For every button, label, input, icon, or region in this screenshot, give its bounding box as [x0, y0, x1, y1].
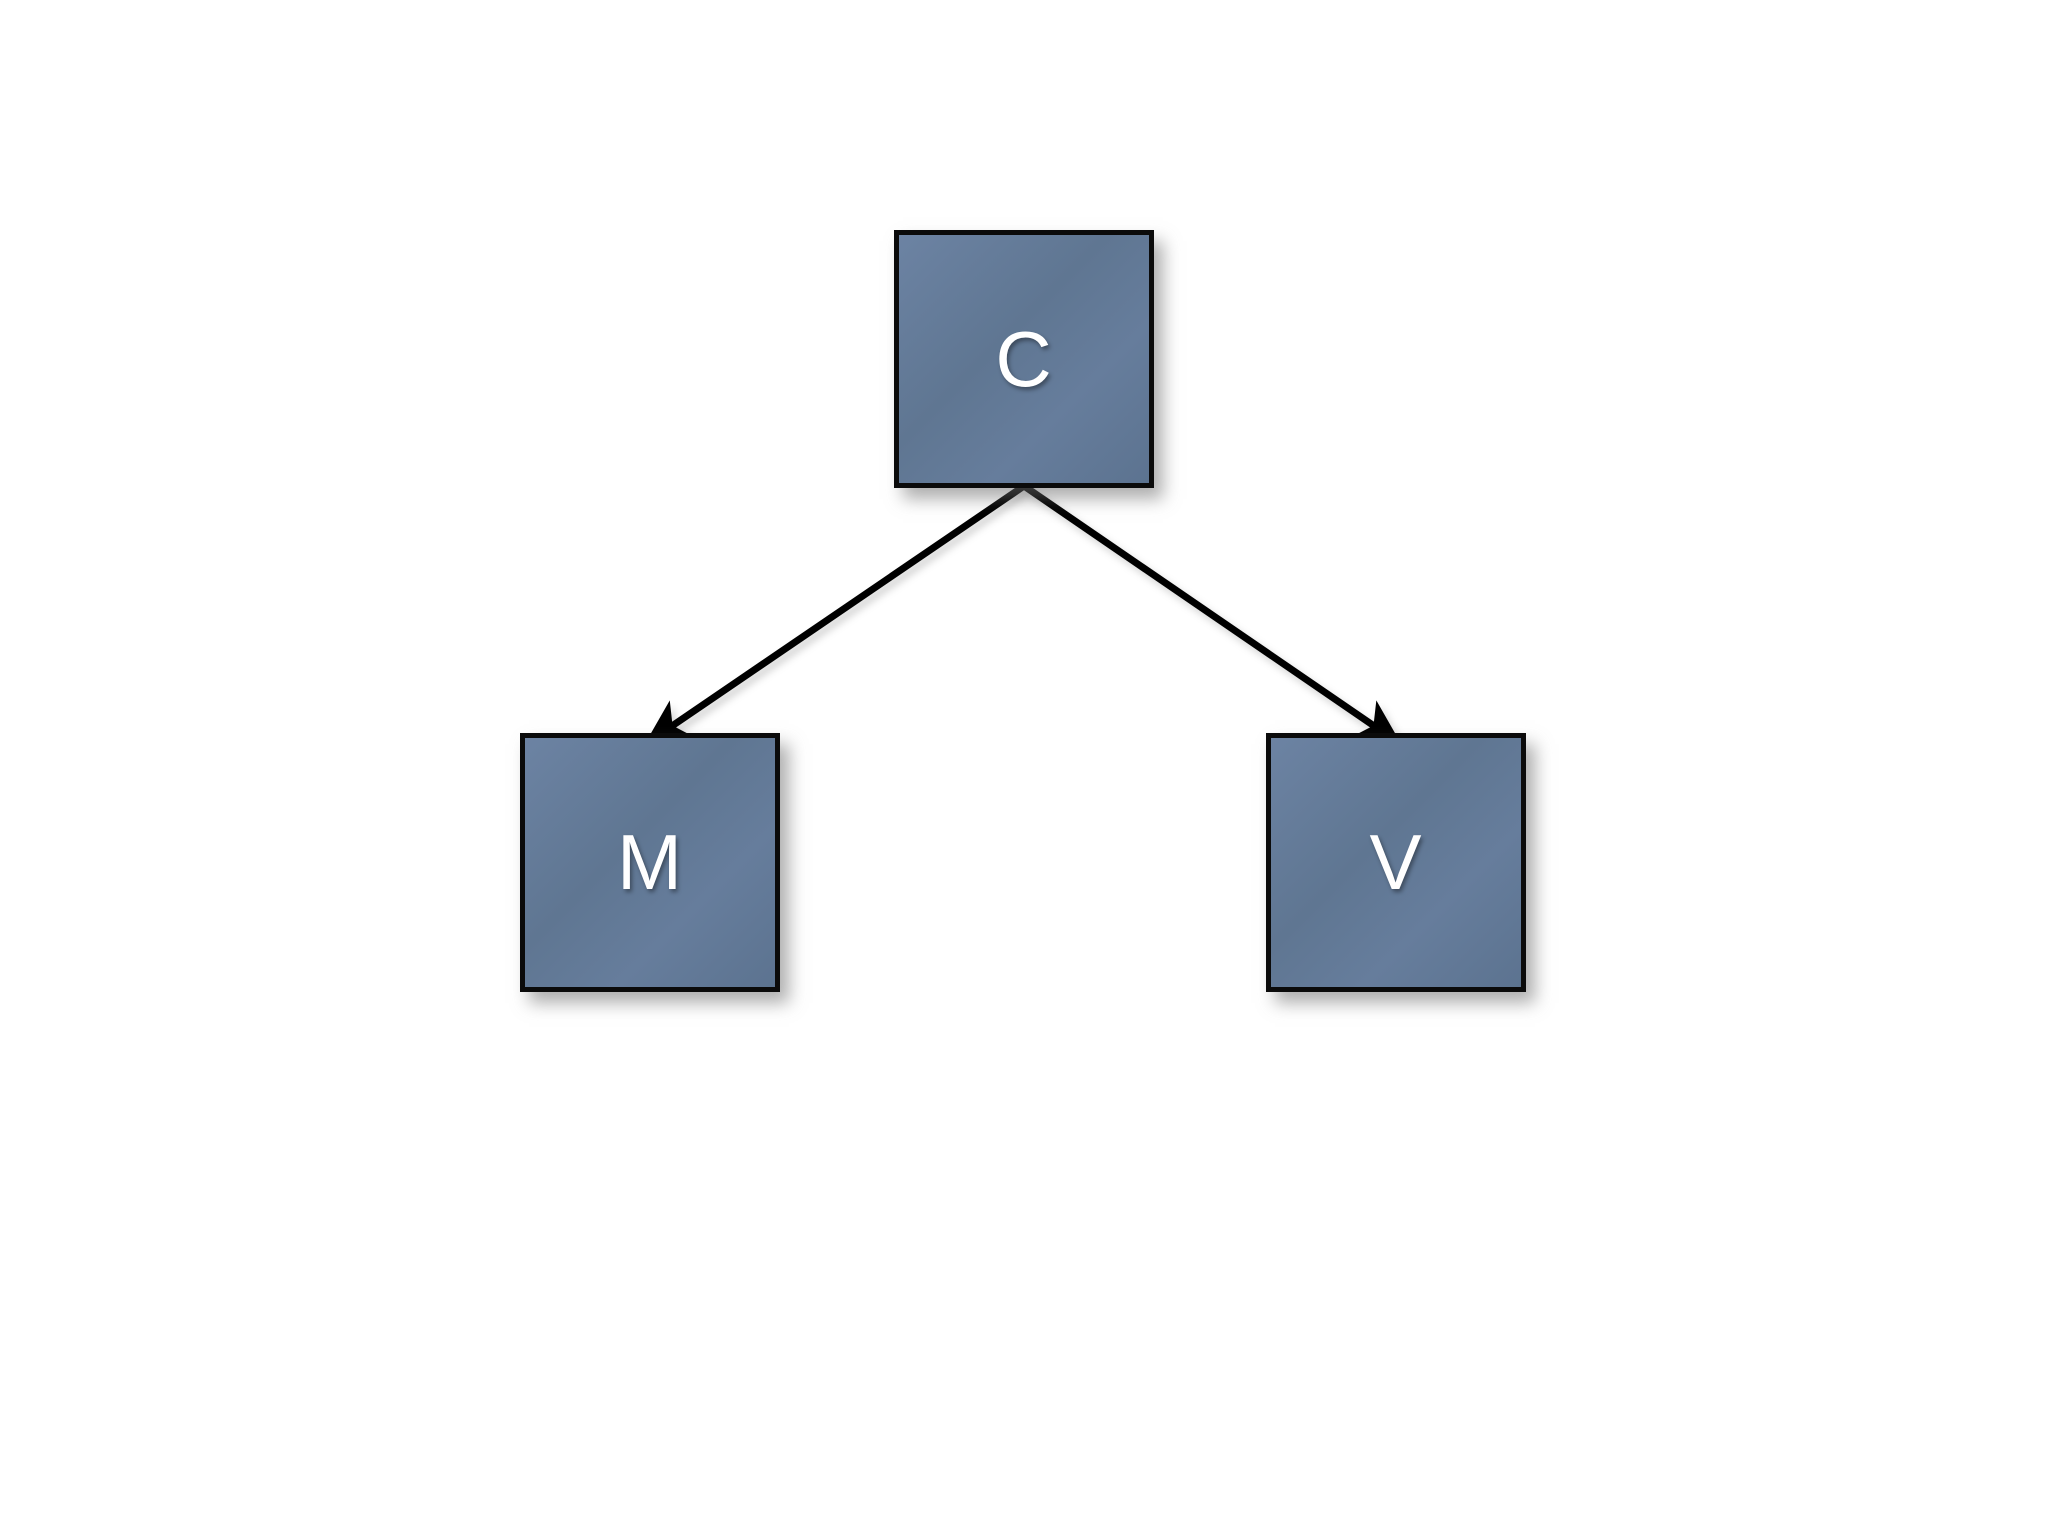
node-m-label: M	[617, 818, 683, 906]
edge-c-to-m	[644, 483, 1026, 745]
node-c: C	[894, 230, 1154, 488]
node-v: V	[1266, 733, 1526, 992]
node-c-label: C	[995, 314, 1053, 403]
node-m: M	[520, 733, 780, 992]
edge-c-to-v	[1022, 483, 1402, 745]
node-v-label: V	[1369, 818, 1423, 906]
